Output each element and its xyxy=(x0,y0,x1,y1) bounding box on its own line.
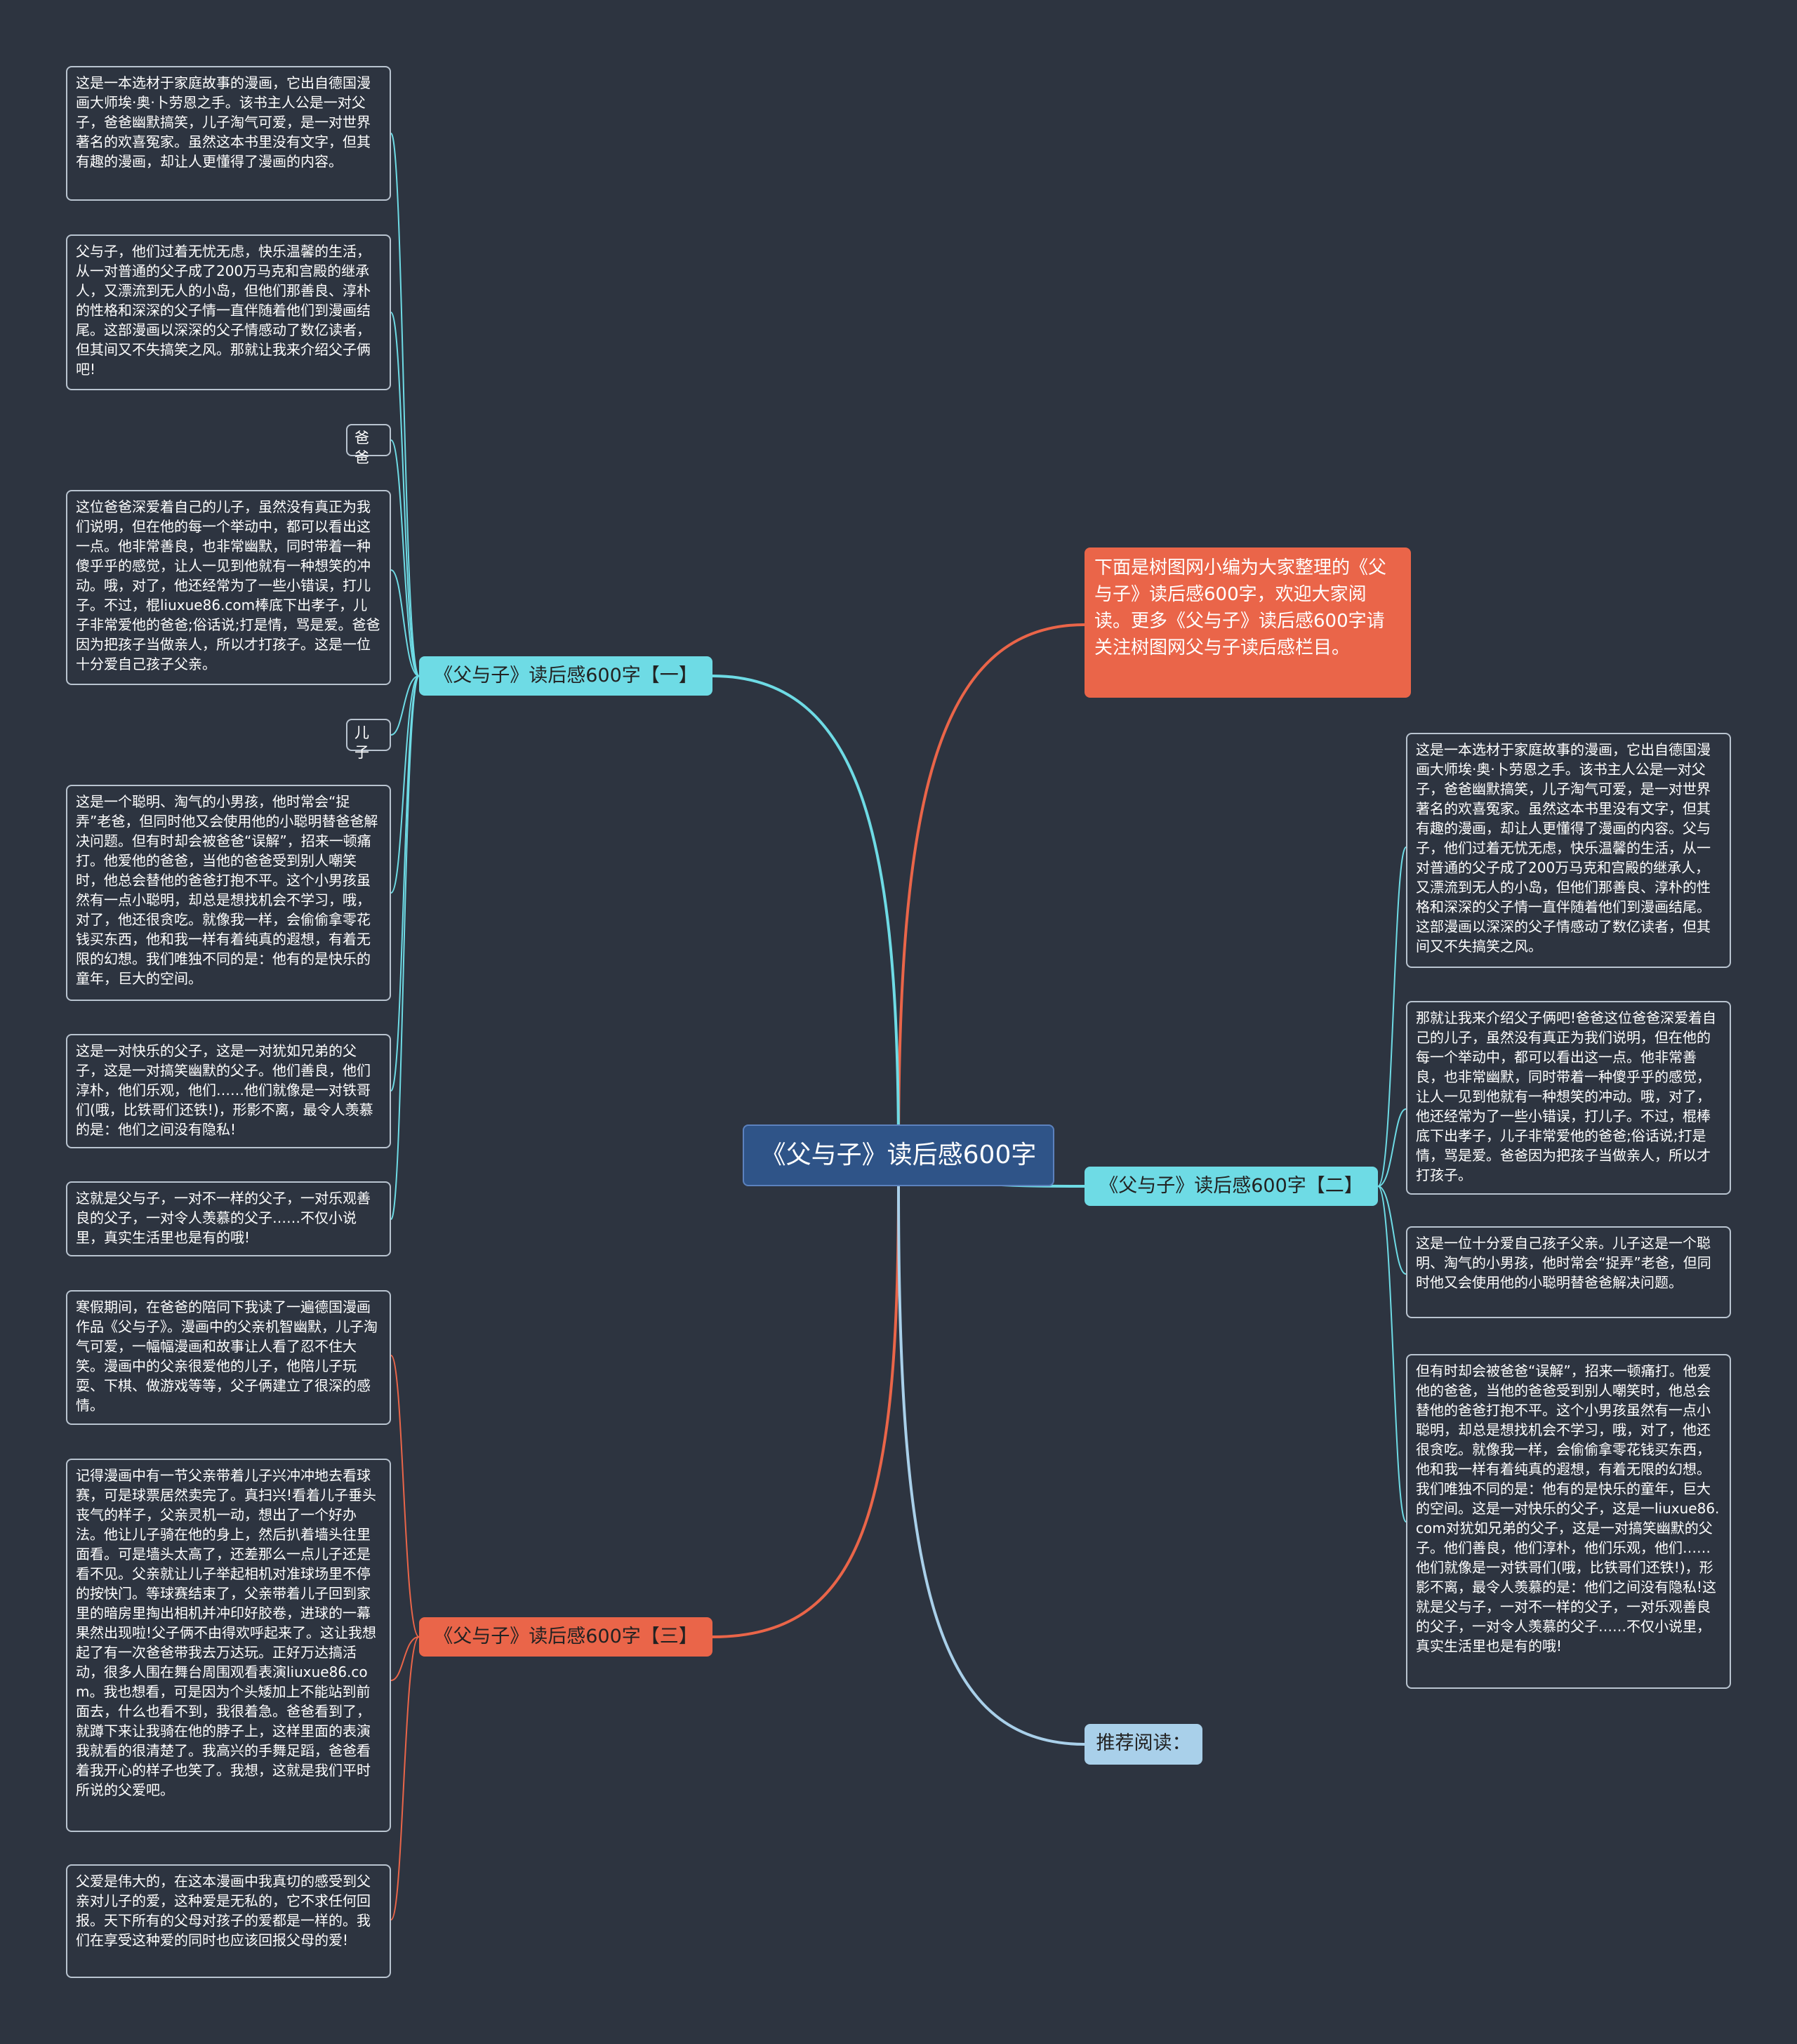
branch-2-item-4[interactable]: 但有时却会被爸爸“误解”，招来一顿痛打。他爱他的爸爸，当他的爸爸受到别人嘲笑时，… xyxy=(1406,1354,1731,1689)
branch-1-item-5[interactable]: 儿子 xyxy=(346,719,391,761)
edge-b3-item1 xyxy=(390,1355,420,1638)
branch-2-node[interactable]: 《父与子》读后感600字【二】 xyxy=(1085,1167,1378,1206)
root-node[interactable]: 《父与子》读后感600字 xyxy=(743,1124,1054,1186)
edge-root-recommend xyxy=(897,1186,1085,1746)
edge-root-intro xyxy=(897,623,1085,1155)
edge-b1-item6 xyxy=(390,675,420,894)
branch-1-item-8[interactable]: 这就是父与子，一对不一样的父子，一对乐观善良的父子，一对令人羡慕的父子……不仅小… xyxy=(66,1181,391,1256)
branch-1-item-7[interactable]: 这是一对快乐的父子，这是一对犹如兄弟的父子，这是一对搞笑幽默的父子。他们善良，他… xyxy=(66,1034,391,1148)
branch-1-item-6[interactable]: 这是一个聪明、淘气的小男孩，他时常会“捉弄”老爸，但同时他又会使用他的小聪明替爸… xyxy=(66,785,391,1001)
branch-3-item-1[interactable]: 寒假期间，在爸爸的陪同下我读了一遍德国漫画作品《父与子》。漫画中的父亲机智幽默，… xyxy=(66,1290,391,1425)
edge-root-branch3 xyxy=(712,1186,900,1638)
edge-b2-item4 xyxy=(1377,1186,1407,1522)
branch-2-item-1[interactable]: 这是一本选材于家庭故事的漫画，它出自德国漫画大师埃·奥·卜劳恩之手。该书主人公是… xyxy=(1406,733,1731,968)
edge-root-branch1 xyxy=(712,675,900,1155)
edge-b1-item4 xyxy=(390,569,420,677)
edge-b1-item7 xyxy=(390,675,420,1091)
branch-1-item-3[interactable]: 爸爸 xyxy=(346,424,391,466)
branch-1-item-4[interactable]: 这位爸爸深爱着自己的儿子，虽然没有真正为我们说明，但在他的每一个举动中，都可以看… xyxy=(66,490,391,685)
branch-1-item-2[interactable]: 父与子，他们过着无忧无虑，快乐温馨的生活，从一对普通的父子成了200万马克和宫殿… xyxy=(66,234,391,390)
branch-1-item-1[interactable]: 这是一本选材于家庭故事的漫画，它出自德国漫画大师埃·奥·卜劳恩之手。该书主人公是… xyxy=(66,66,391,201)
recommend-node[interactable]: 推荐阅读： xyxy=(1085,1724,1202,1765)
edge-b2-item2 xyxy=(1377,1108,1407,1187)
edge-b1-item5 xyxy=(390,675,420,736)
branch-3-node[interactable]: 《父与子》读后感600字【三】 xyxy=(419,1617,712,1657)
edge-b2-item1 xyxy=(1377,847,1407,1187)
edge-b1-item8 xyxy=(390,675,420,1220)
edge-b1-item3 xyxy=(390,439,420,677)
edge-b3-item2 xyxy=(390,1636,420,1681)
edge-b1-item2 xyxy=(390,312,420,677)
branch-3-item-2[interactable]: 记得漫画中有一节父亲带着儿子兴冲冲地去看球赛，可是球票居然卖完了。真扫兴!看着儿… xyxy=(66,1459,391,1832)
intro-node[interactable]: 下面是树图网小编为大家整理的《父与子》读后感600字，欢迎大家阅读。更多《父与子… xyxy=(1085,548,1411,698)
edge-b1-item1 xyxy=(390,133,420,677)
branch-1-node[interactable]: 《父与子》读后感600字【一】 xyxy=(419,656,712,696)
branch-3-item-3[interactable]: 父爱是伟大的，在这本漫画中我真切的感受到父亲对儿子的爱，这种爱是无私的，它不求任… xyxy=(66,1864,391,1978)
edge-b3-item3 xyxy=(390,1636,420,1920)
edge-b2-item3 xyxy=(1377,1186,1407,1275)
branch-2-item-3[interactable]: 这是一位十分爱自己孩子父亲。儿子这是一个聪明、淘气的小男孩，他时常会“捉弄”老爸… xyxy=(1406,1226,1731,1318)
branch-2-item-2[interactable]: 那就让我来介绍父子俩吧!爸爸这位爸爸深爱着自己的儿子，虽然没有真正为我们说明，但… xyxy=(1406,1001,1731,1195)
